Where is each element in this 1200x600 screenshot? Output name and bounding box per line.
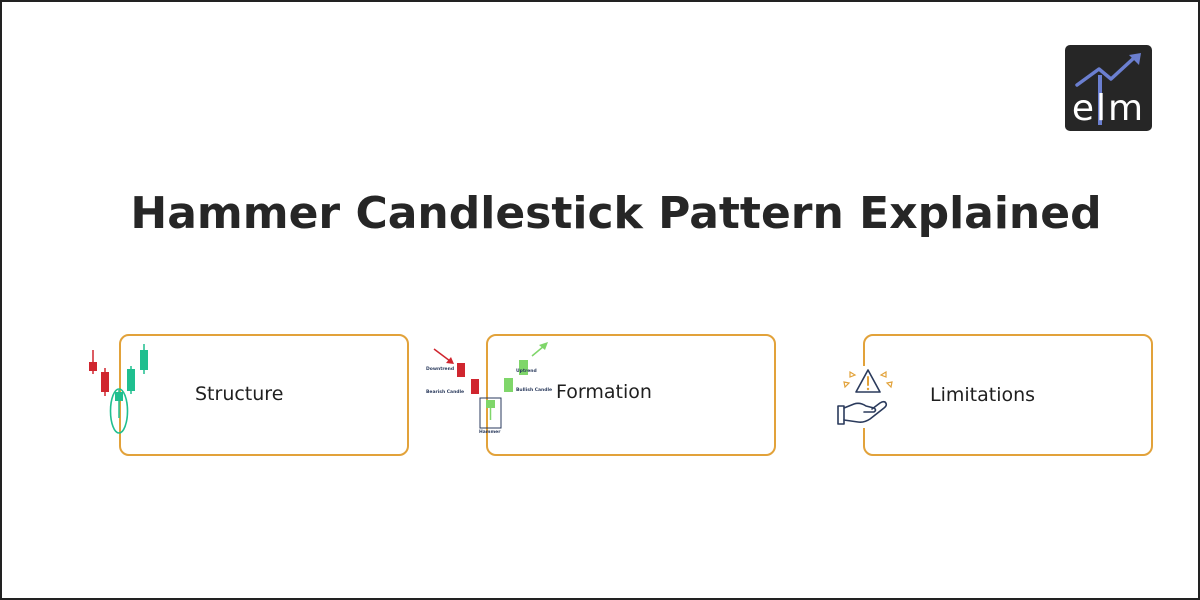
limitations-card[interactable] [863, 334, 1153, 456]
logo-text: elm [1071, 88, 1146, 129]
warning-hand-icon [832, 366, 898, 428]
page-title: Hammer Candlestick Pattern Explained [130, 188, 1102, 239]
brand-logo[interactable]: elm [1065, 45, 1152, 131]
formation-label: Formation [556, 381, 652, 403]
candlestick-chart-icon [84, 340, 158, 436]
structure-card[interactable] [119, 334, 409, 456]
hammer-formation-diagram-icon: Downtrend Bearish Candle Hammer Bullish … [424, 338, 556, 436]
hammer-label: Hammer [479, 429, 501, 435]
bullish-candle-label: Bullish Candle [516, 387, 552, 393]
formation-card[interactable] [486, 334, 776, 456]
limitations-label: Limitations [930, 384, 1036, 406]
trend-arrow-icon [1075, 53, 1141, 125]
bearish-candle-label: Bearish Candle [426, 389, 464, 395]
downtrend-label: Downtrend [426, 366, 454, 372]
uptrend-label: Uptrend [516, 368, 537, 374]
structure-label: Structure [195, 383, 284, 405]
